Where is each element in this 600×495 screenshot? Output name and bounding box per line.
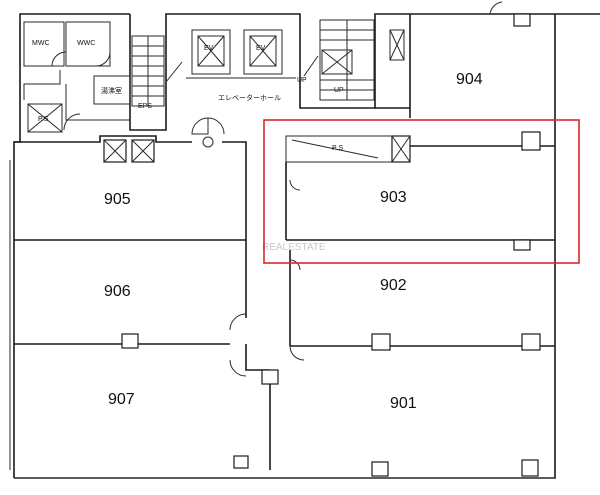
watermark: REALESTATE: [262, 242, 326, 253]
up-label-1: UP: [297, 77, 307, 84]
mwc-label: MWC: [32, 40, 50, 47]
up-label-2: UP: [334, 87, 344, 94]
ps-label-left: P.S: [38, 116, 49, 123]
stair-right: [303, 19, 405, 101]
room-904-walls: [375, 1, 531, 118]
room-902-label: 902: [380, 277, 407, 294]
room-903-highlight: [263, 119, 580, 264]
restroom-core: [23, 21, 131, 133]
room-903-walls: [285, 131, 555, 251]
kitchenette-label: 湯沸室: [101, 86, 122, 95]
elevator-shafts: [186, 29, 296, 79]
room-906-label: 906: [104, 283, 131, 300]
room-901-label: 901: [390, 395, 417, 412]
room-905-label: 905: [104, 191, 131, 208]
room-904-label: 904: [456, 71, 483, 88]
wwc-label: WWC: [77, 40, 95, 47]
ev-label-1: EV: [204, 45, 214, 52]
room-905-walls: [14, 135, 247, 318]
room-906-907-walls: [14, 313, 279, 470]
corridor-doors: [191, 117, 225, 148]
room-902-walls: [289, 250, 555, 361]
room-903-label: 903: [380, 189, 407, 206]
room-907-label: 907: [108, 391, 135, 408]
pipe-shaft-label: P S: [332, 145, 343, 152]
room-901-walls: [371, 459, 539, 477]
ev-label-2: EV: [256, 45, 266, 52]
stair-left: [131, 35, 183, 107]
elevator-hall-label: エレベーターホール: [218, 93, 281, 102]
